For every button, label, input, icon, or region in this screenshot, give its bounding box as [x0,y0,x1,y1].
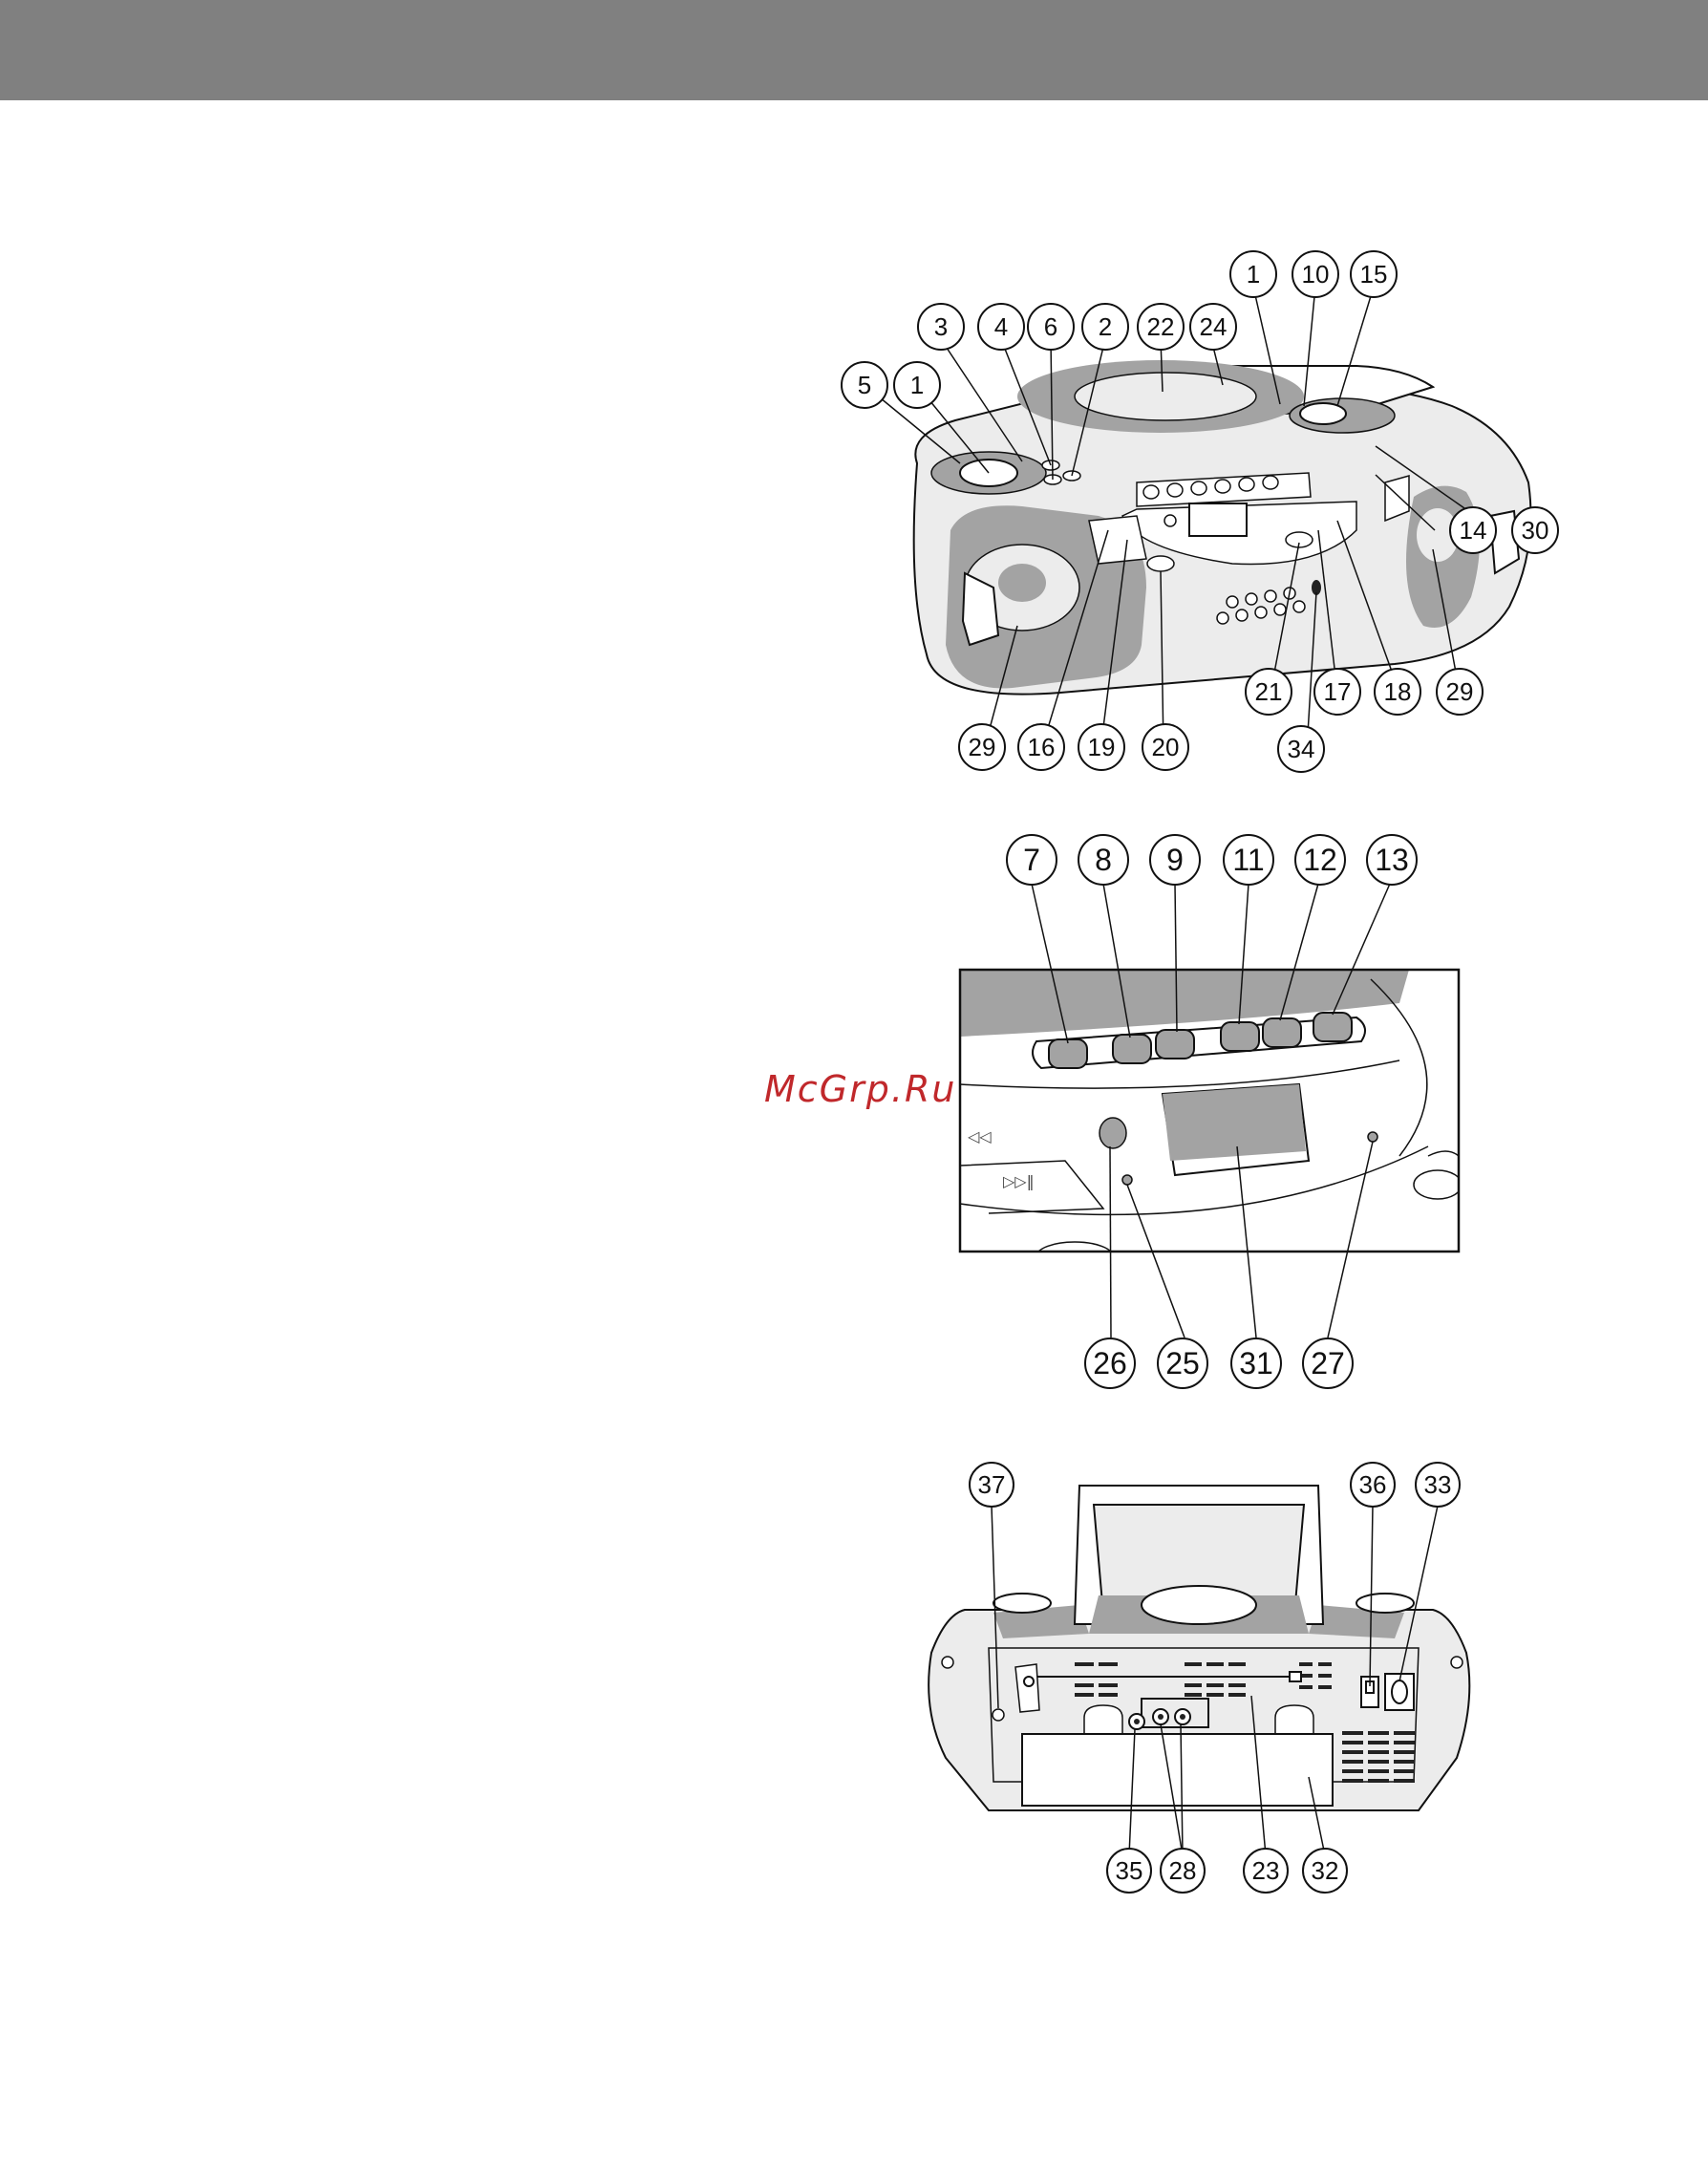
callout-front-29-right: 29 [1446,677,1474,706]
callout-front-24: 24 [1200,312,1228,341]
callout-front-4: 4 [994,312,1008,341]
header-bar [0,0,1708,100]
callout-detail-7: 7 [1023,843,1040,877]
callout-front-16: 16 [1028,733,1056,761]
callout-front-10: 10 [1302,260,1330,289]
callout-front-19: 19 [1088,733,1116,761]
callout-front-5: 5 [858,371,871,399]
callout-rear-33: 33 [1424,1470,1452,1499]
callout-front-17: 17 [1324,677,1352,706]
callout-detail-8: 8 [1095,843,1112,877]
callout-front-3: 3 [934,312,948,341]
callout-rear-37: 37 [978,1470,1006,1499]
callout-front-6: 6 [1044,312,1057,341]
callout-rear-36: 36 [1359,1470,1387,1499]
callout-front-34: 34 [1288,735,1315,763]
detail-view-diagram: ◁◁ ▷▷‖ 7 8 9 11 12 13 26 25 [950,831,1485,1395]
callout-rear-32: 32 [1312,1856,1339,1885]
callout-detail-11: 11 [1232,843,1264,877]
callout-front-21: 21 [1255,677,1283,706]
callout-detail-25: 25 [1165,1346,1200,1380]
callout-front-2: 2 [1099,312,1112,341]
svg-text:◁◁: ◁◁ [967,1127,992,1145]
callout-detail-13: 13 [1375,843,1409,877]
callout-detail-9: 9 [1166,843,1184,877]
callout-detail-31: 31 [1239,1346,1273,1380]
svg-text:▷▷‖: ▷▷‖ [1003,1172,1035,1190]
callout-front-22: 22 [1147,312,1175,341]
callout-front-30: 30 [1522,516,1549,545]
callout-detail-12: 12 [1303,843,1337,877]
callout-front-20: 20 [1152,733,1180,761]
watermark-text: McGrp.Ru [764,1068,956,1110]
callout-detail-27: 27 [1311,1346,1345,1380]
callout-front-14: 14 [1460,516,1487,545]
rear-view-diagram: 37 36 33 35 28 23 32 [917,1462,1490,1901]
callout-front-1: 1 [1247,260,1260,289]
front-view-diagram: 1 10 15 3 4 6 2 22 24 5 1 14 30 21 17 18… [822,244,1586,788]
callout-rear-35: 35 [1116,1856,1143,1885]
callout-front-18: 18 [1384,677,1412,706]
callout-detail-26: 26 [1093,1346,1127,1380]
callout-front-15: 15 [1360,260,1388,289]
callout-rear-23: 23 [1252,1856,1280,1885]
callout-front-1b: 1 [910,371,924,399]
callout-front-29-left: 29 [969,733,996,761]
callout-rear-28: 28 [1169,1856,1197,1885]
